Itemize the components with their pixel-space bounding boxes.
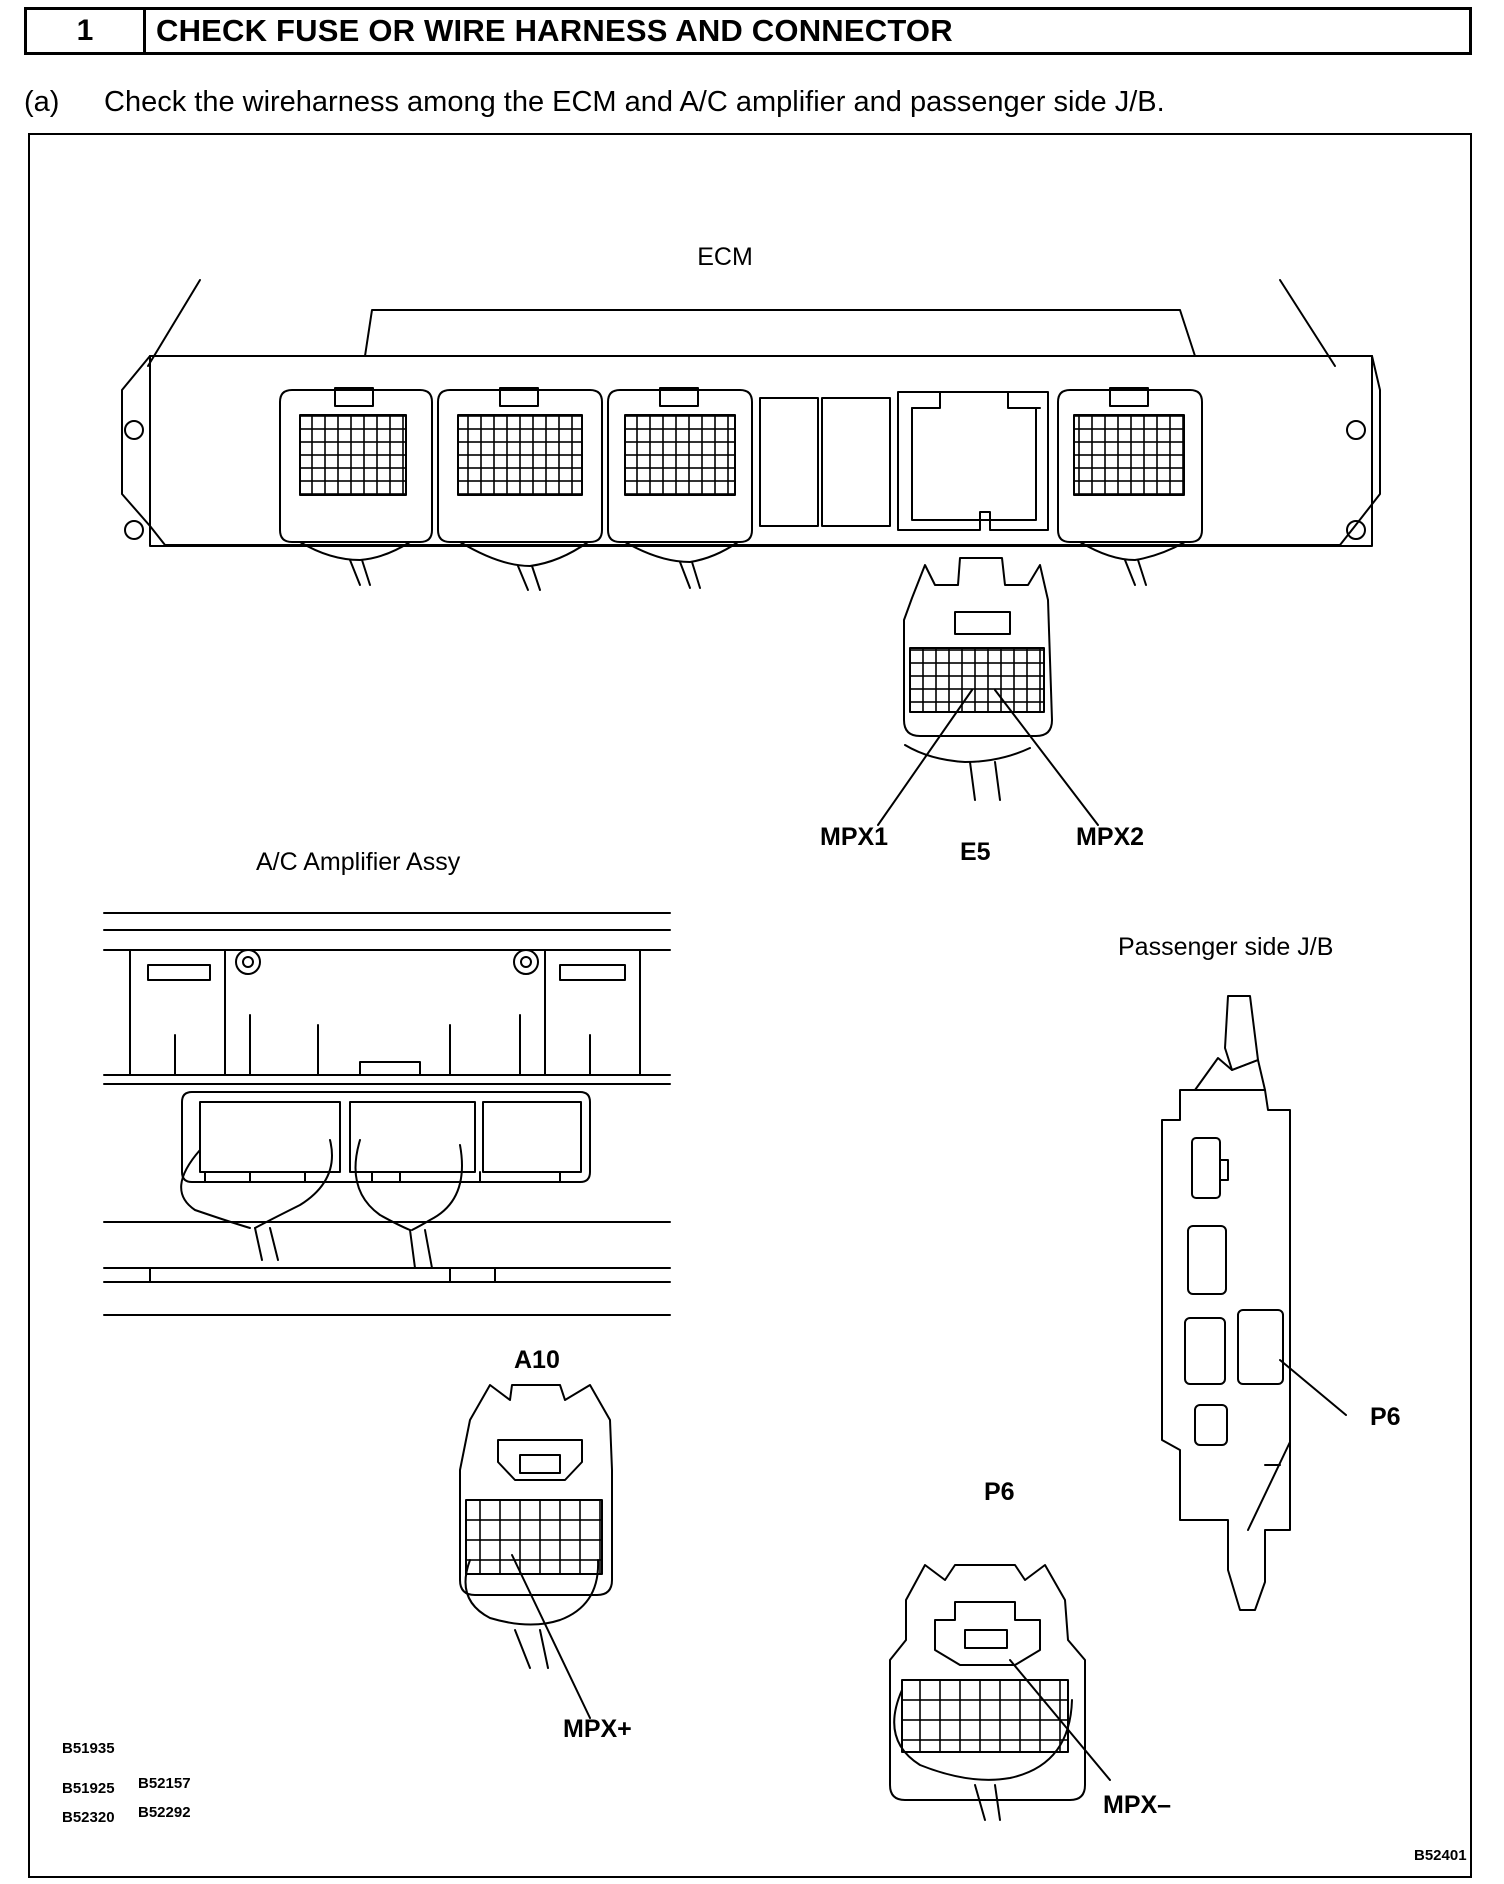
- ecm-connector-3: [607, 387, 753, 589]
- ecm-blank-slot-1: [759, 397, 819, 527]
- step-number: 1: [27, 10, 146, 52]
- ref-code-3: B52157: [138, 1775, 191, 1792]
- ecm-mount-hole-right-top: [1346, 420, 1366, 440]
- ac-amplifier-assy: [103, 912, 671, 1316]
- ecm-mount-hole-left-top: [124, 420, 144, 440]
- passenger-jb: [1161, 995, 1347, 1611]
- e5-connector: [903, 557, 1053, 801]
- figure-frame: [28, 133, 1472, 1878]
- jb-label: Passenger side J/B: [1118, 933, 1333, 961]
- jb-p6-socket: [1237, 1309, 1284, 1385]
- ecm-connector-2: [437, 387, 603, 591]
- ecm-label: ECM: [697, 243, 753, 271]
- step-header: 1 CHECK FUSE OR WIRE HARNESS AND CONNECT…: [24, 7, 1472, 55]
- mpx1-label: MPX1: [820, 823, 888, 851]
- step-title: CHECK FUSE OR WIRE HARNESS AND CONNECTOR: [156, 13, 953, 48]
- ref-code-1: B51935: [62, 1740, 115, 1757]
- ecm-blank-slot-2: [821, 397, 891, 527]
- ref-code-2: B51925: [62, 1780, 115, 1797]
- ref-code-5: B52292: [138, 1804, 191, 1821]
- ecm-unit: [121, 279, 1381, 591]
- ecm-connector-4: [1057, 387, 1203, 586]
- instruction: (a) Check the wireharness among the ECM a…: [24, 86, 1165, 119]
- instruction-step: (a): [24, 86, 60, 118]
- mpx2-label: MPX2: [1076, 823, 1144, 851]
- figure-code: B52401: [1414, 1847, 1467, 1864]
- mpx2-leader: [994, 689, 1099, 826]
- p6-connector: [889, 1564, 1111, 1821]
- instruction-text: Check the wireharness among the ECM and …: [104, 86, 1165, 118]
- ecm-connector-1: [279, 387, 433, 586]
- ecm-mount-hole-left-bottom: [124, 520, 144, 540]
- mpx-plus-label: MPX+: [563, 1715, 632, 1743]
- ecm-mount-hole-right-bottom: [1346, 520, 1366, 540]
- mpx-minus-label: MPX–: [1103, 1791, 1171, 1819]
- p6-label: P6: [984, 1478, 1015, 1506]
- ecm-e5-socket: [897, 391, 1049, 531]
- ac-amp-label: A/C Amplifier Assy: [256, 848, 461, 876]
- a10-connector: [459, 1384, 613, 1719]
- e5-label: E5: [960, 838, 991, 866]
- jb-p6-pointer-label: P6: [1370, 1403, 1401, 1431]
- a10-label: A10: [514, 1346, 560, 1374]
- mpx1-leader: [877, 689, 973, 826]
- ref-code-4: B52320: [62, 1809, 115, 1826]
